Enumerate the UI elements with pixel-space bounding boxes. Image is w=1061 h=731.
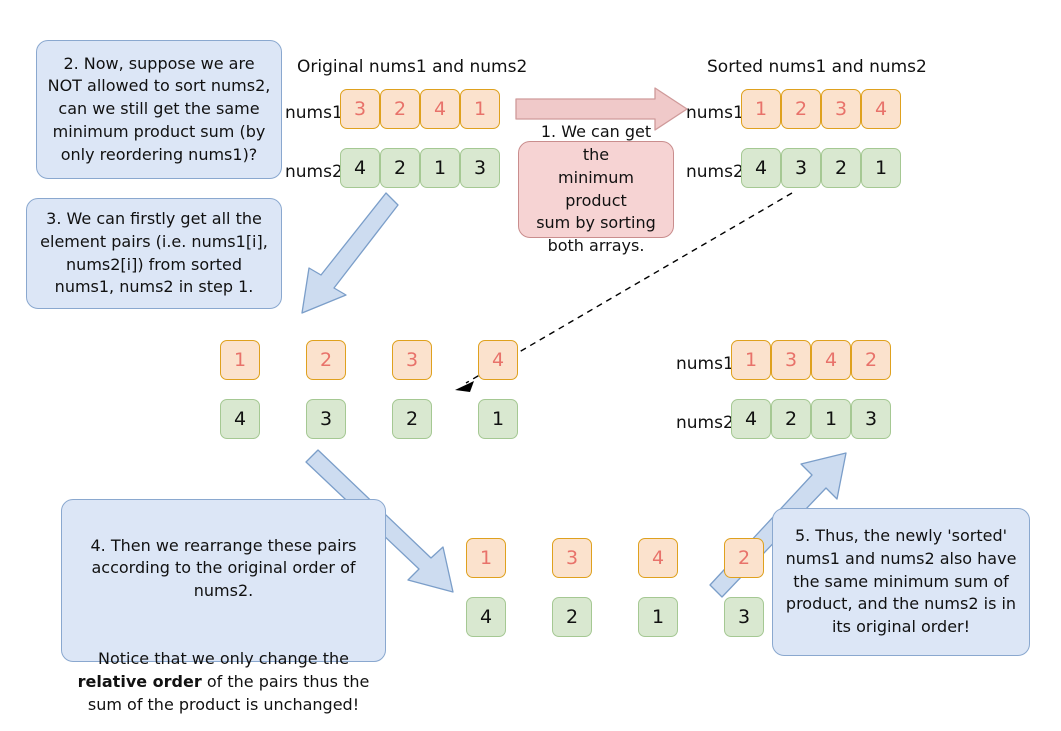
array-cell: 3 xyxy=(392,340,432,380)
array-pairs-sorted-nums1: 1 2 3 4 xyxy=(220,340,518,380)
array-cell: 3 xyxy=(460,148,500,188)
label-original-nums1: nums1 xyxy=(285,103,343,123)
label-final-nums1: nums1 xyxy=(676,354,734,374)
array-cell: 2 xyxy=(771,399,811,439)
array-cell: 2 xyxy=(781,89,821,129)
note-step-3: 3. We can firstly get all the element pa… xyxy=(26,198,282,309)
array-cell: 1 xyxy=(478,399,518,439)
array-cell: 3 xyxy=(724,597,764,637)
note-step-1: 1. We can get the minimum product sum by… xyxy=(518,122,674,255)
array-cell: 3 xyxy=(306,399,346,439)
note-step-4-bold: relative order xyxy=(77,672,202,692)
array-cell: 4 xyxy=(741,148,781,188)
array-cell: 2 xyxy=(380,148,420,188)
array-cell: 4 xyxy=(861,89,901,129)
array-cell: 3 xyxy=(552,538,592,578)
array-cell: 1 xyxy=(220,340,260,380)
label-sorted-nums2: nums2 xyxy=(686,162,744,182)
array-cell: 2 xyxy=(821,148,861,188)
array-cell: 2 xyxy=(306,340,346,380)
array-cell: 4 xyxy=(478,340,518,380)
array-cell: 1 xyxy=(731,340,771,380)
array-pairs-sorted-nums2: 4 3 2 1 xyxy=(220,399,518,439)
array-cell: 4 xyxy=(638,538,678,578)
array-cell: 1 xyxy=(811,399,851,439)
array-pairs-reordered-nums1: 1 3 4 2 xyxy=(466,538,764,578)
array-pairs-reordered-nums2: 4 2 1 3 xyxy=(466,597,764,637)
array-cell: 2 xyxy=(380,89,420,129)
label-original-nums2: nums2 xyxy=(285,162,343,182)
array-cell: 3 xyxy=(771,340,811,380)
array-cell: 1 xyxy=(861,148,901,188)
note-step-4-part2-pre: Notice that we only change the xyxy=(98,649,349,669)
array-cell: 2 xyxy=(552,597,592,637)
array-cell: 1 xyxy=(466,538,506,578)
array-cell: 2 xyxy=(392,399,432,439)
array-cell: 2 xyxy=(851,340,891,380)
array-cell: 4 xyxy=(811,340,851,380)
array-cell: 1 xyxy=(460,89,500,129)
array-cell: 4 xyxy=(466,597,506,637)
note-step-4-part1: 4. Then we rearrange these pairs accordi… xyxy=(90,535,357,601)
label-sorted-nums1: nums1 xyxy=(686,103,744,123)
array-cell: 2 xyxy=(724,538,764,578)
array-cell: 4 xyxy=(420,89,460,129)
note-step-5: 5. Thus, the newly 'sorted' nums1 and nu… xyxy=(772,508,1030,656)
note-step-2: 2. Now, suppose we are NOT allowed to so… xyxy=(36,40,282,179)
array-cell: 4 xyxy=(220,399,260,439)
array-cell: 1 xyxy=(741,89,781,129)
array-cell: 1 xyxy=(420,148,460,188)
heading-sorted: Sorted nums1 and nums2 xyxy=(707,57,927,77)
heading-original: Original nums1 and nums2 xyxy=(297,57,528,77)
array-cell: 3 xyxy=(781,148,821,188)
array-cell: 4 xyxy=(731,399,771,439)
label-final-nums2: nums2 xyxy=(676,413,734,433)
array-cell: 3 xyxy=(340,89,380,129)
array-cell: 4 xyxy=(340,148,380,188)
array-cell: 3 xyxy=(821,89,861,129)
array-cell: 1 xyxy=(638,597,678,637)
note-step-4-part2-post: of the pairs thus the sum of the product… xyxy=(87,672,370,714)
note-step-4: 4. Then we rearrange these pairs accordi… xyxy=(61,499,386,714)
array-cell: 3 xyxy=(851,399,891,439)
split-arrow xyxy=(301,192,399,314)
